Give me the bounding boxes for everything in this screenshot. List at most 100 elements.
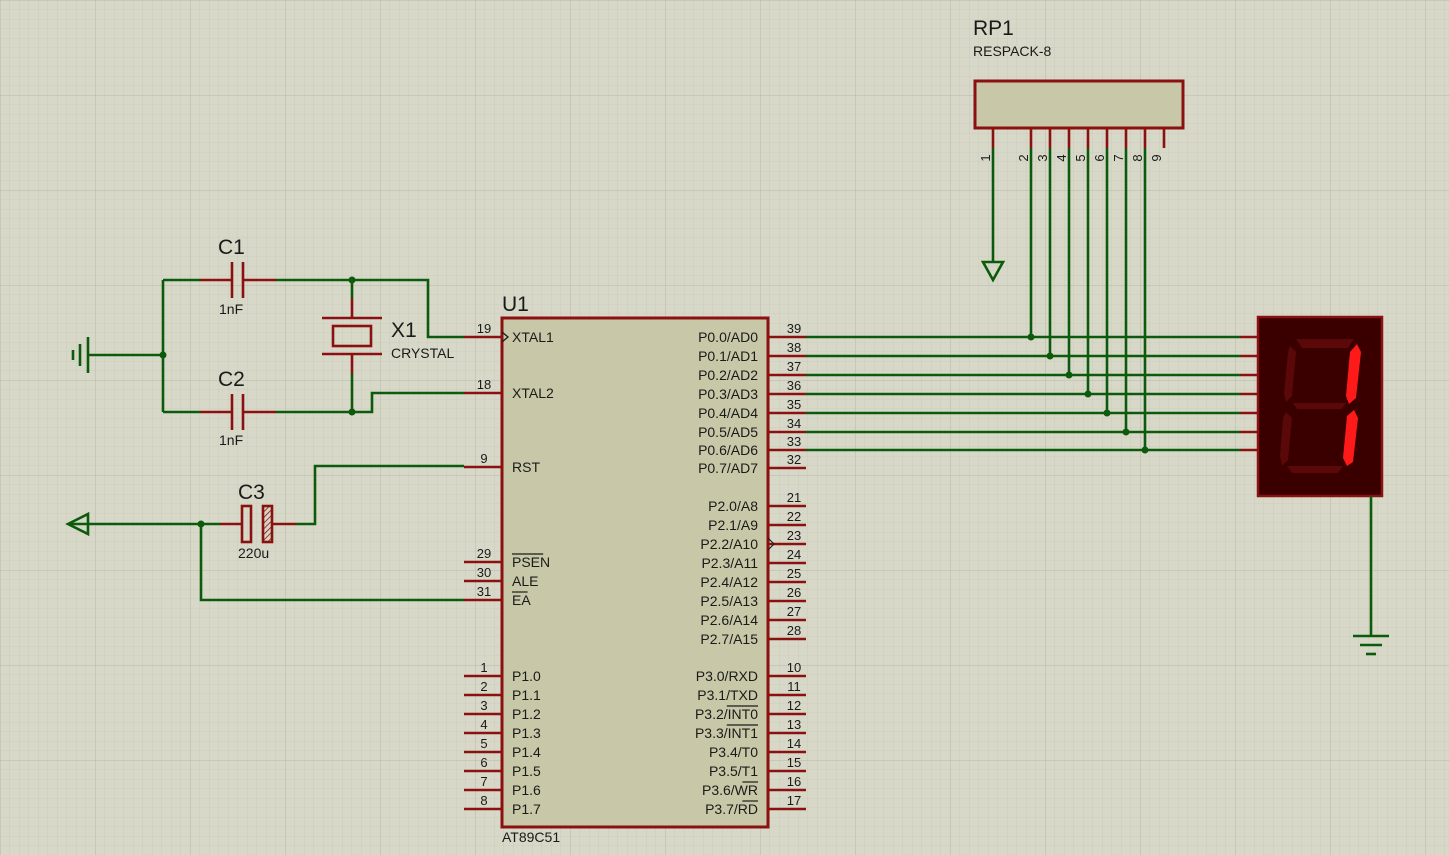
u1-pin-name: P1.4: [512, 744, 541, 760]
u1-pin-name: P3.7/RD: [705, 801, 758, 817]
junction-dot: [1046, 352, 1054, 360]
c3-ref: C3: [238, 481, 265, 504]
u1-pin-name: P3.0/RXD: [696, 668, 758, 684]
u1-pin-name: P1.5: [512, 763, 541, 779]
u1-pin-name: PSEN: [512, 554, 550, 570]
u1-pin-number: 3: [480, 698, 487, 713]
u1-pin-name: EA: [512, 592, 531, 608]
u1-pin-number: 15: [787, 755, 801, 770]
u1-pin-number: 18: [477, 377, 491, 392]
junction-dot: [1027, 333, 1035, 341]
segment-d: [1287, 466, 1343, 473]
rp1-pin-number: 1: [978, 154, 993, 161]
u1-chip[interactable]: U1 AT89C51 19XTAL118XTAL29RST29PSEN30ALE…: [464, 293, 806, 845]
rp1-pin-number: 6: [1092, 154, 1107, 161]
u1-pin-name: P3.4/T0: [709, 744, 758, 760]
capacitor-c1[interactable]: C1 1nF: [163, 236, 276, 317]
u1-pin-number: 28: [787, 623, 801, 638]
u1-pin-name: P2.1/A9: [708, 517, 758, 533]
u1-pin-number: 35: [787, 397, 801, 412]
seven-segment-pins: [1240, 335, 1258, 452]
rp1-pin-number: 7: [1111, 154, 1126, 161]
u1-pin-name: P3.3/INT1: [695, 725, 758, 741]
u1-pin-number: 24: [787, 547, 801, 562]
u1-pin-name: P0.2/AD2: [698, 367, 758, 383]
marker-icon: [767, 537, 775, 551]
u1-pin-number: 21: [787, 490, 801, 505]
u1-pin-number: 23: [787, 528, 801, 543]
seven-segment-segments: [1280, 339, 1361, 473]
u1-pin-number: 38: [787, 340, 801, 355]
u1-pin-number: 25: [787, 566, 801, 581]
rp1-pin-number: 3: [1035, 154, 1050, 161]
x1-value: CRYSTAL: [391, 345, 454, 361]
rp1-pin-number: 8: [1130, 154, 1145, 161]
u1-pin-name: P2.3/A11: [701, 555, 758, 571]
u1-pin-number: 34: [787, 416, 801, 431]
u1-pin-name: P1.2: [512, 706, 541, 722]
ground-arrow-rp1[interactable]: [980, 148, 1006, 283]
u1-pin-name: P0.0/AD0: [698, 329, 758, 345]
segment-f: [1284, 346, 1296, 402]
u1-left-pins: 19XTAL118XTAL29RST29PSEN30ALE31EA1P1.02P…: [464, 321, 554, 817]
u1-pin-name: P0.3/AD3: [698, 386, 758, 402]
u1-pin-number: 30: [477, 565, 491, 580]
junction-dot: [1065, 371, 1073, 379]
u1-pin-name: P3.1/TXD: [697, 687, 758, 703]
u1-pin-name: P2.2/A10: [700, 536, 758, 552]
u1-pin-number: 2: [480, 679, 487, 694]
u1-pin-number: 22: [787, 509, 801, 524]
u1-pin-name: P3.5/T1: [709, 763, 758, 779]
capacitor-c2[interactable]: C2 1nF: [163, 368, 276, 448]
u1-pin-number: 32: [787, 452, 801, 467]
crystal-x1[interactable]: X1 CRYSTAL: [322, 280, 454, 412]
u1-pin-number: 33: [787, 434, 801, 449]
u1-part: AT89C51: [502, 829, 560, 845]
u1-pin-number: 17: [787, 793, 801, 808]
u1-pin-name: P1.0: [512, 668, 541, 684]
c1-value: 1nF: [219, 301, 243, 317]
u1-pin-name: XTAL2: [512, 385, 554, 401]
port0-bus: [806, 148, 1240, 454]
u1-pin-number: 9: [480, 451, 487, 466]
reset-circuit: C3 220u: [65, 464, 464, 602]
u1-pin-number: 37: [787, 359, 801, 374]
u1-pin-name: P0.7/AD7: [698, 460, 758, 476]
junction-dot: [1141, 446, 1149, 454]
rp1-pin-number: 9: [1149, 154, 1164, 161]
u1-pin-number: 13: [787, 717, 801, 732]
segment-g: [1293, 403, 1346, 409]
u1-pin-name: ALE: [512, 573, 538, 589]
clock-arrow-icon: [501, 331, 510, 343]
u1-pin-number: 26: [787, 585, 801, 600]
junction-dot: [1103, 409, 1111, 417]
u1-pin-number: 27: [787, 604, 801, 619]
c1-ref: C1: [218, 236, 245, 259]
junction-dot: [1122, 428, 1130, 436]
seven-segment-display[interactable]: [1240, 315, 1384, 498]
u1-ref: U1: [502, 293, 529, 316]
u1-pin-name: P3.6/WR: [702, 782, 758, 798]
c2-ref: C2: [218, 368, 245, 391]
u1-right-pins: 39P0.0/AD038P0.1/AD137P0.2/AD236P0.3/AD3…: [695, 321, 806, 817]
u1-pin-name: RST: [512, 459, 540, 475]
u1-pin-name: P1.7: [512, 801, 541, 817]
u1-pin-name: P1.1: [512, 687, 541, 703]
c2-value: 1nF: [219, 432, 243, 448]
u1-pin-name: P3.2/INT0: [695, 706, 758, 722]
capacitor-c3[interactable]: C3 220u: [220, 481, 296, 561]
rp1-pin-number: 2: [1016, 154, 1031, 161]
u1-pin-number: 6: [480, 755, 487, 770]
rp1-pin-number: 4: [1054, 154, 1069, 161]
u1-pin-name: P0.4/AD4: [698, 405, 758, 421]
x1-ref: X1: [391, 319, 417, 342]
u1-pin-number: 10: [787, 660, 801, 675]
u1-pin-name: P1.6: [512, 782, 541, 798]
u1-pin-name: P2.6/A14: [700, 612, 758, 628]
u1-pin-name: P1.3: [512, 725, 541, 741]
u1-pin-number: 31: [477, 584, 491, 599]
ground-symbol-right[interactable]: [1353, 496, 1389, 656]
